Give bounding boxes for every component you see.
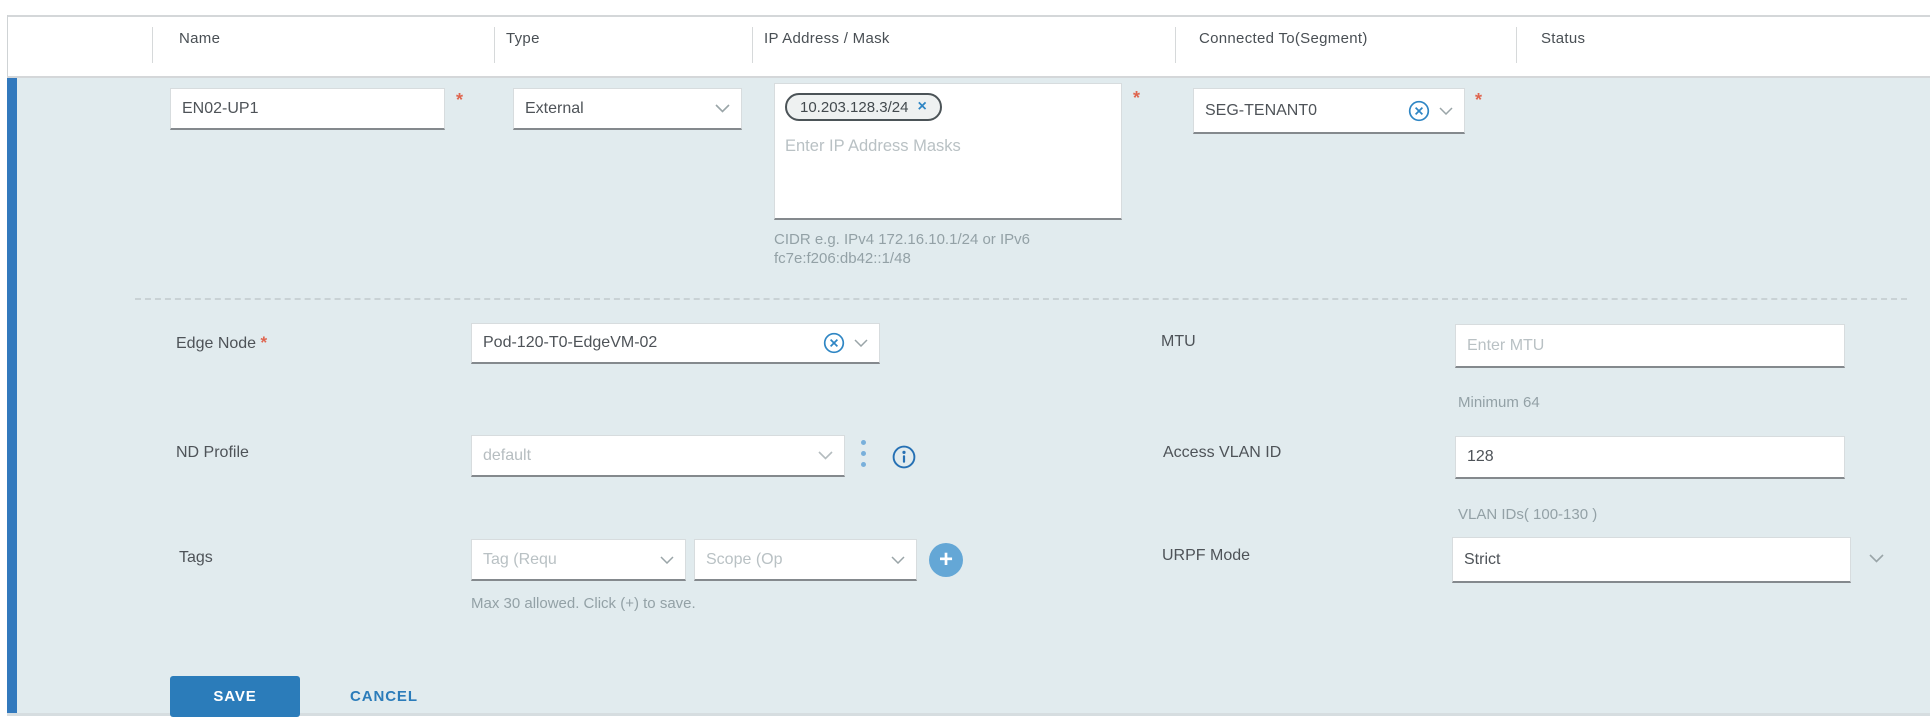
clear-selection-icon[interactable] [822,331,846,355]
chevron-down-icon [854,339,868,347]
cancel-button[interactable]: CANCEL [350,688,418,705]
mtu-helper: Minimum 64 [1458,394,1540,411]
edge-node-required-asterisk: * [260,333,268,352]
column-header-ip-mask: IP Address / Mask [764,30,890,47]
ip-address-field[interactable]: 10.203.128.3/24 × Enter IP Address Masks [774,83,1122,220]
connected-to-value: SEG-TENANT0 [1205,101,1318,119]
type-select-value: External [525,99,584,117]
column-header-status: Status [1541,30,1586,47]
access-vlan-id-input[interactable] [1455,436,1845,479]
column-header-connected-to: Connected To(Segment) [1199,30,1368,47]
name-required-asterisk: * [456,90,464,110]
column-header-name: Name [179,30,221,47]
scope-placeholder: Scope (Op [706,550,783,568]
chevron-down-icon [660,555,674,564]
chevron-down-icon [715,104,730,113]
access-vlan-id-helper: VLAN IDs( 100-130 ) [1458,506,1598,523]
ip-required-asterisk: * [1133,88,1141,108]
edge-node-select[interactable]: Pod-120-T0-EdgeVM-02 [471,323,880,364]
mtu-input[interactable] [1455,324,1845,368]
nd-profile-label: ND Profile [176,444,249,461]
save-button[interactable]: SAVE [170,676,300,717]
edge-node-value: Pod-120-T0-EdgeVM-02 [483,334,658,351]
mtu-label: MTU [1161,333,1196,350]
clear-selection-icon[interactable] [1407,99,1431,123]
chevron-down-icon [1869,554,1884,563]
type-select[interactable]: External [513,88,742,130]
nd-profile-value: default [483,446,532,464]
connected-to-required-asterisk: * [1475,90,1483,110]
edit-interface-panel: * External 10.203.128.3/24 × Enter IP Ad… [7,78,1930,717]
edge-node-label: Edge Node * [176,333,268,352]
row-accent-bar [7,78,17,713]
name-input[interactable] [170,88,445,130]
ip-cidr-helper: CIDR e.g. IPv4 172.16.10.1/24 or IPv6 fc… [774,231,1030,267]
header-separator [1175,27,1176,63]
ip-address-chip-value: 10.203.128.3/24 [800,98,909,116]
tag-placeholder: Tag (Requ [483,550,557,568]
section-divider [135,298,1907,300]
info-icon[interactable] [891,444,917,470]
chevron-down-icon [818,451,833,460]
ip-address-placeholder: Enter IP Address Masks [785,137,961,155]
urpf-mode-value: Strict [1464,550,1501,568]
scope-select[interactable]: Scope (Op [694,539,917,581]
header-separator [152,27,153,63]
top-border [7,15,1930,17]
chip-remove-icon[interactable]: × [917,98,927,115]
column-header-type: Type [506,30,540,47]
header-separator [752,27,753,63]
header-separator [494,27,495,63]
chevron-down-icon [1439,106,1453,115]
chevron-down-icon [891,555,905,564]
connected-to-select[interactable]: SEG-TENANT0 [1193,88,1465,134]
tags-label: Tags [179,549,213,566]
left-border [7,15,8,78]
urpf-mode-label: URPF Mode [1162,547,1251,564]
header-separator [1516,27,1517,63]
ip-address-chip: 10.203.128.3/24 × [785,93,942,121]
nd-profile-menu-icon[interactable] [859,438,868,469]
tag-select[interactable]: Tag (Requ [471,539,686,581]
access-vlan-id-label: Access VLAN ID [1163,444,1282,461]
header-bottom-border [7,76,1930,78]
tags-helper: Max 30 allowed. Click (+) to save. [471,595,696,612]
urpf-mode-select[interactable]: Strict [1452,537,1851,583]
add-tag-button[interactable]: + [929,543,963,577]
nd-profile-select[interactable]: default [471,435,845,477]
